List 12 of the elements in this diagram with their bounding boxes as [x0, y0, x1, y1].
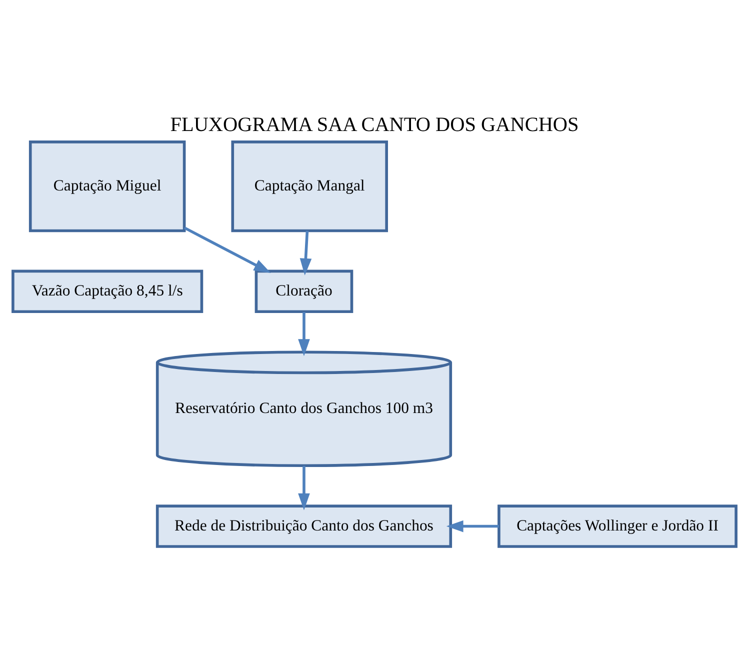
node-box: Captação Miguel	[28, 140, 186, 232]
node-box: Cloração	[254, 270, 354, 314]
arrow	[446, 520, 499, 532]
node-box: Rede de Distribuição Canto dos Ganchos	[156, 504, 452, 548]
arrow	[184, 226, 271, 273]
diagram-title: FLUXOGRAMA SAA CANTO DOS GANCHOS	[170, 114, 579, 136]
arrow	[300, 230, 312, 276]
node-box: Captações Wollinger e Jordão II	[498, 504, 738, 548]
node-box: Vazão Captação 8,45 l/s	[12, 270, 204, 314]
node-box: Captação Mangal	[231, 140, 388, 232]
arrow	[298, 466, 310, 510]
arrow	[298, 312, 310, 356]
